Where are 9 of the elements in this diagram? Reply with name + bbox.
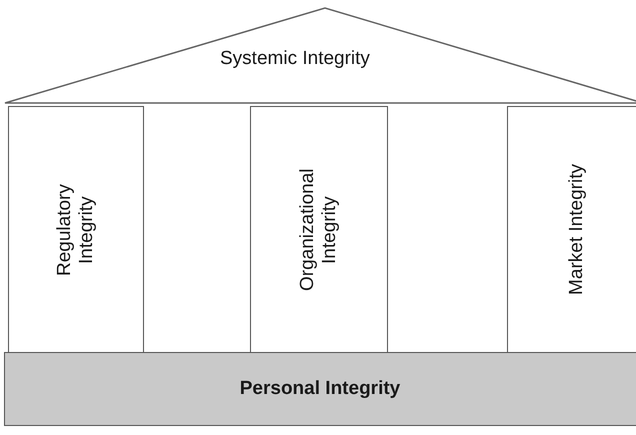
pillar-label: Market Integrity xyxy=(566,164,588,295)
pillar-box xyxy=(507,106,636,353)
roof-label: Systemic Integrity xyxy=(220,48,370,70)
base-bar xyxy=(4,352,636,426)
pillar-label: Regulatory Integrity xyxy=(54,182,98,278)
pillar-box xyxy=(250,106,388,353)
base-label: Personal Integrity xyxy=(240,378,400,400)
pillar-box xyxy=(8,106,144,353)
pillar-label: Organizational Integrity xyxy=(297,167,341,293)
